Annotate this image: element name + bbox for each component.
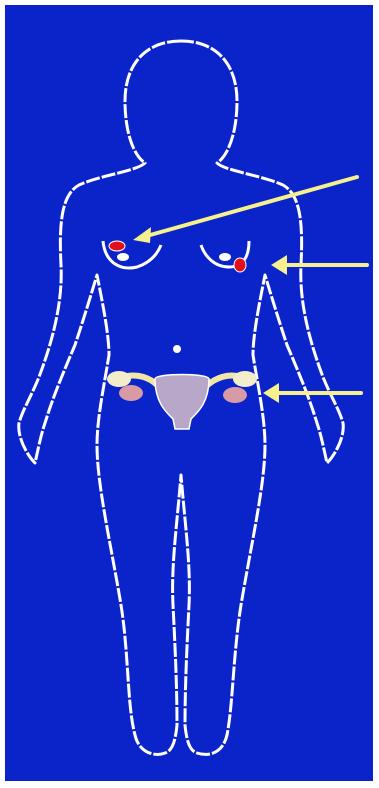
right-breast-lesion (109, 241, 125, 251)
left-nipple (219, 253, 231, 261)
diagram-background (5, 5, 373, 781)
uterus (155, 375, 209, 430)
left-ovary (119, 385, 143, 401)
right-nipple (117, 253, 129, 261)
arrow-to-breast-head (133, 227, 151, 243)
body-diagram (5, 5, 373, 781)
reproductive-organs (107, 371, 257, 429)
left-fimbria (107, 371, 131, 387)
right-ovary (223, 387, 247, 403)
annotation-arrows (133, 177, 367, 403)
arrow-to-axilla-head (271, 255, 287, 275)
arrow-to-ovary-head (263, 383, 279, 403)
navel (173, 345, 181, 353)
right-fimbria (233, 371, 257, 387)
arrow-to-breast-line (143, 177, 357, 237)
left-axilla-lesion (234, 258, 246, 272)
